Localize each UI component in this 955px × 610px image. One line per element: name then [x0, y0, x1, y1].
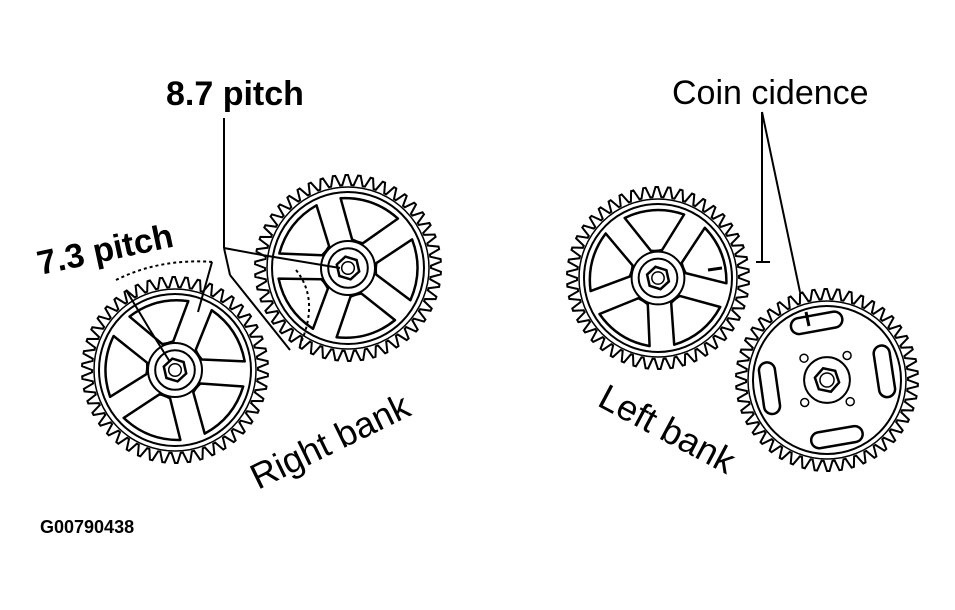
- pitch-73-leader: [115, 260, 215, 363]
- left-bank-lower-gear: [735, 288, 919, 472]
- right-bank-lower-gear: [81, 276, 269, 464]
- pitch-87-leader: [223, 118, 341, 351]
- pitch-87-label: 8.7 pitch: [166, 75, 304, 113]
- left-bank-label: Left bank: [592, 376, 743, 482]
- left-bank-upper-gear: [566, 186, 750, 370]
- right-bank-label: Right bank: [244, 384, 418, 497]
- right-bank-upper-gear: [254, 174, 442, 362]
- figure-code: G00790438: [40, 517, 134, 537]
- coincidence-label: Coin cidence: [672, 74, 869, 112]
- coincidence-leader: [756, 111, 801, 293]
- pitch-73-label: 7.3 pitch: [34, 217, 177, 283]
